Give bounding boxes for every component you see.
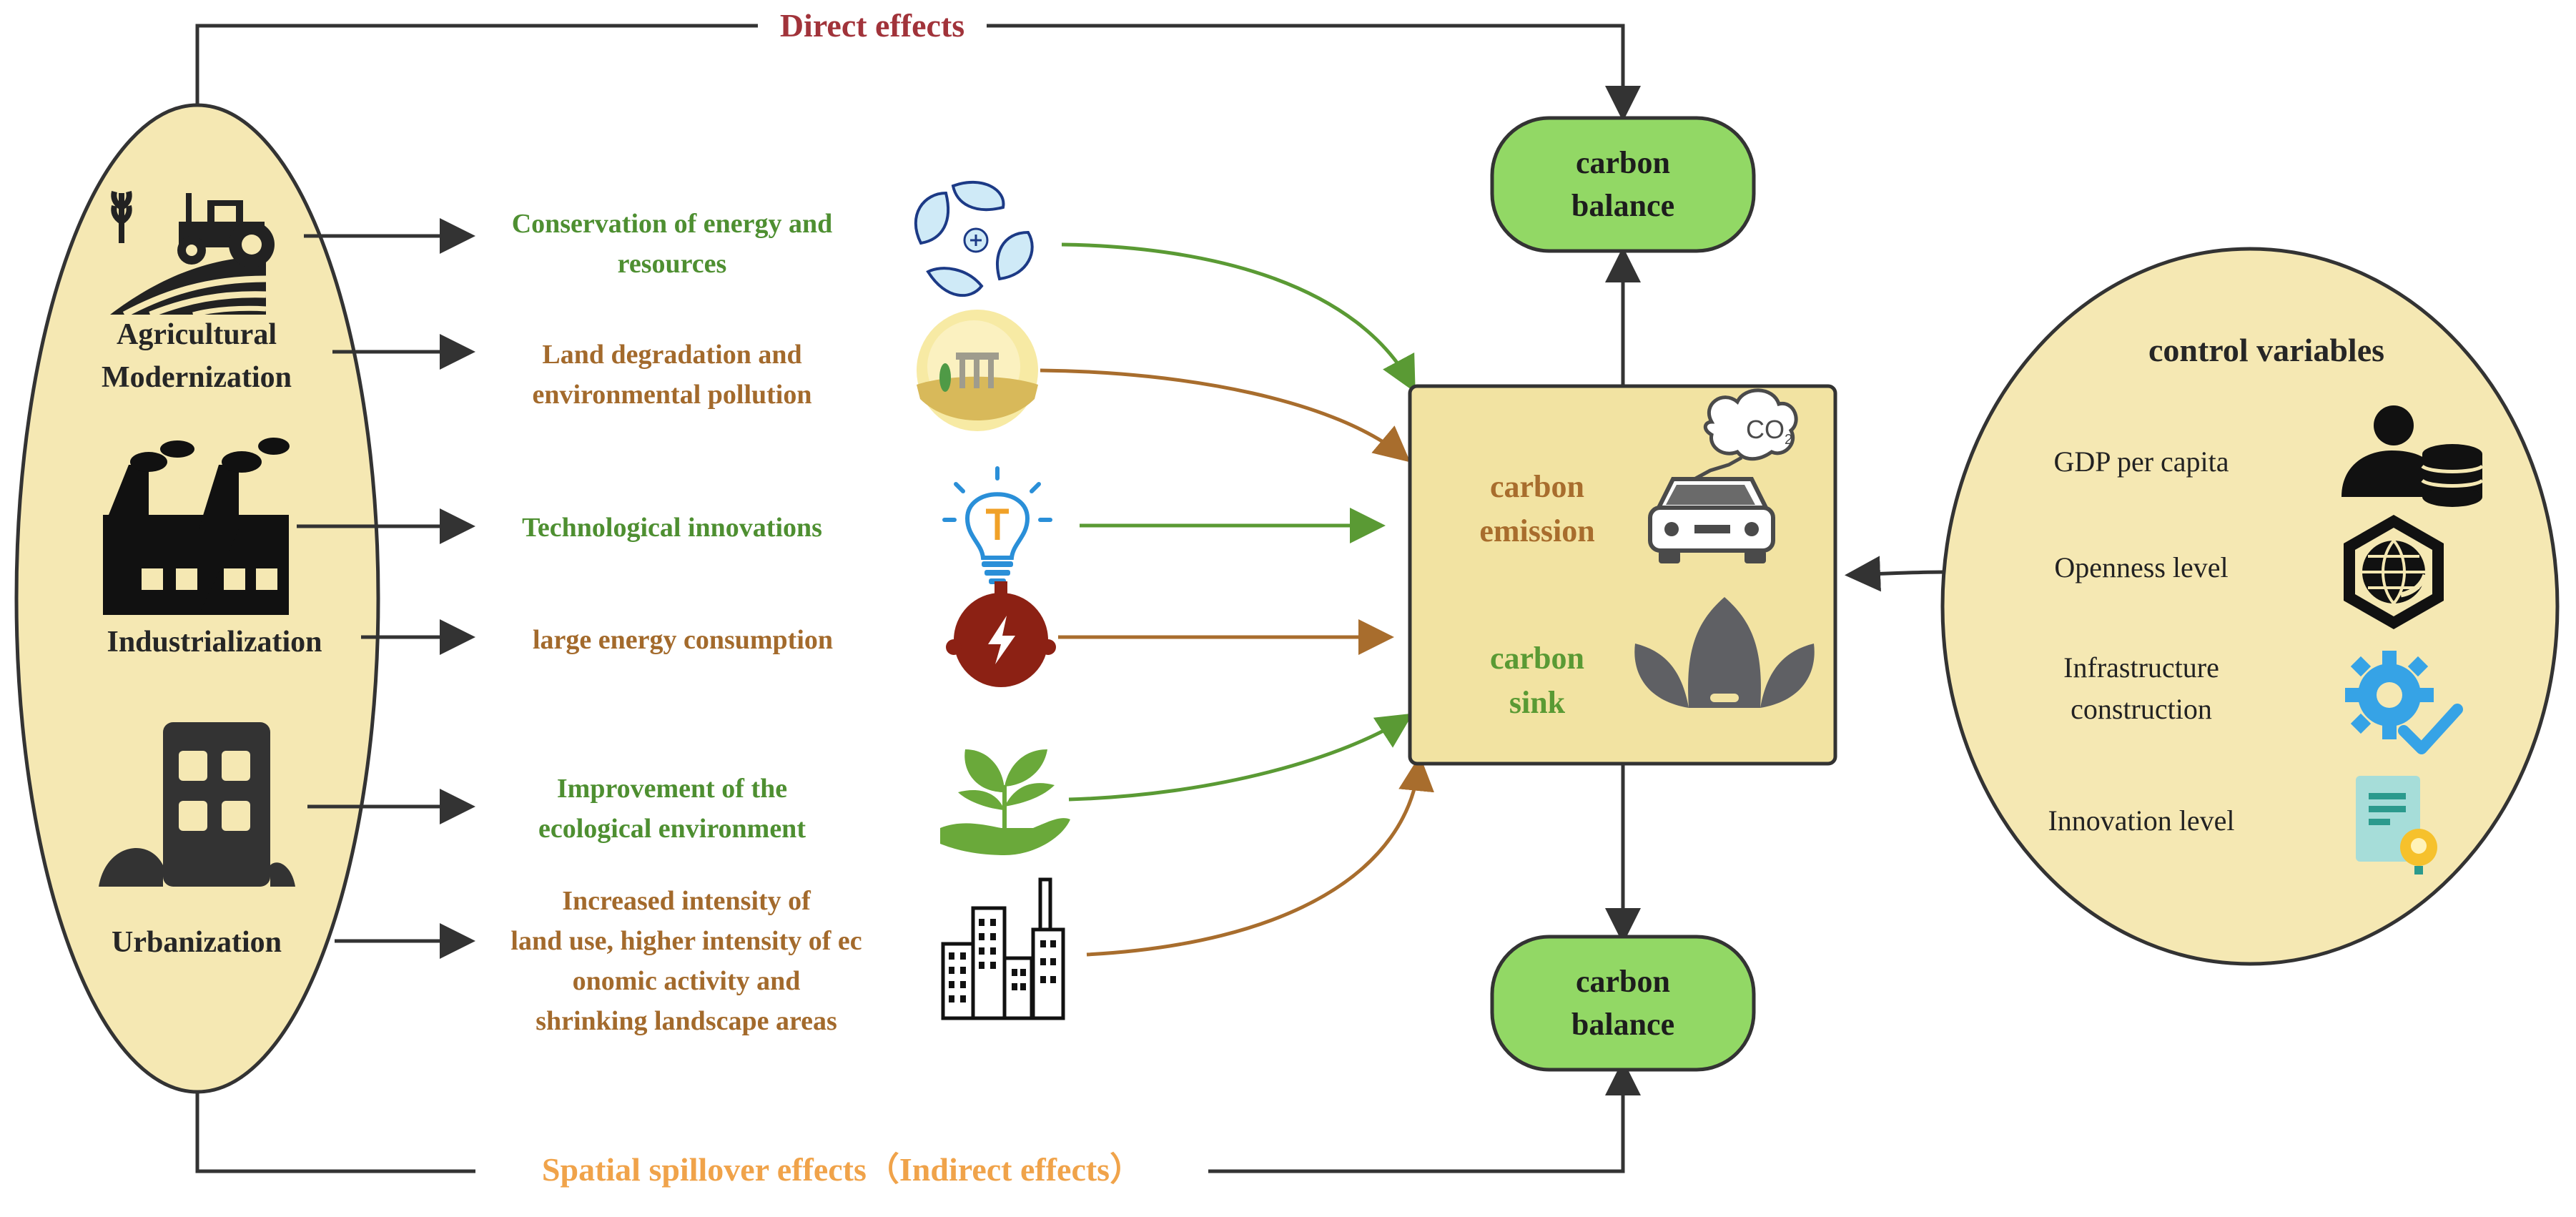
effect-conservation: Conservation of energy and resources xyxy=(468,204,876,284)
plant-hand-icon xyxy=(940,749,1070,855)
effect-eco-line2: ecological environment xyxy=(538,814,806,844)
agri-line1: Agricultural xyxy=(117,318,277,351)
effect-arrows xyxy=(1040,242,1434,957)
direct-effects-connector xyxy=(195,24,1641,122)
control-variables-title: control variables xyxy=(2148,332,2385,368)
balance-bottom-line2: balance xyxy=(1571,1007,1675,1042)
city-buildings-icon xyxy=(941,877,1065,1020)
effect-eco-line1: Improvement of the xyxy=(556,774,788,804)
effect-landuse-line3: onomic activity and xyxy=(572,966,801,996)
infra-line1: Infrastructure xyxy=(2063,651,2219,684)
effect-land-line2: environmental pollution xyxy=(532,380,812,410)
globe-hexagon-icon xyxy=(2344,515,2444,629)
document-idea-icon xyxy=(2356,776,2437,874)
co2-label: CO2 xyxy=(1746,415,1792,448)
effect-landuse-line4: shrinking landscape areas xyxy=(536,1006,837,1036)
co2-subscript: 2 xyxy=(1785,432,1793,448)
control-gdp-label: GDP per capita xyxy=(2053,445,2229,478)
balance-bottom-line1: carbon xyxy=(1576,964,1670,999)
industrialization-label: Industrialization xyxy=(107,626,322,659)
effect-landuse-line2: land use, higher intensity of ec xyxy=(510,926,862,956)
effect-ecological-improvement: Improvement of the ecological environmen… xyxy=(468,769,876,849)
control-innovation-label: Innovation level xyxy=(2048,804,2235,837)
emission-line1: carbon xyxy=(1490,469,1584,504)
effect-land-line1: Land degradation and xyxy=(542,340,802,370)
agricultural-modernization-label: Agricultural Modernization xyxy=(79,313,315,399)
carbon-sink-label: carbon sink xyxy=(1437,636,1637,725)
carbon-balance-top-box xyxy=(1490,116,1756,253)
effect-conservation-line1: Conservation of energy and xyxy=(511,209,833,239)
effect-energy-consumption: large energy consumption xyxy=(532,625,834,655)
spillover-connector xyxy=(195,1060,1641,1173)
tractor-field-icon xyxy=(110,191,275,318)
carbon-balance-bottom-box xyxy=(1490,935,1756,1072)
direct-effects-title: Direct effects xyxy=(779,7,965,44)
control-openness-label: Openness level xyxy=(2054,551,2229,583)
degraded-land-icon xyxy=(917,310,1038,431)
sink-line1: carbon xyxy=(1490,641,1584,676)
spillover-title: Spatial spillover effects（Indirect effec… xyxy=(541,1151,1143,1188)
factory-icon xyxy=(103,438,290,615)
effect-land-use-intensity: Increased intensity of land use, higher … xyxy=(472,881,901,1041)
carbon-balance-bottom-label: carbon balance xyxy=(1492,960,1754,1046)
gear-check-icon xyxy=(2345,651,2463,754)
urbanization-label: Urbanization xyxy=(111,926,282,959)
leaves-recycle-icon xyxy=(914,180,1034,297)
lotus-icon xyxy=(1634,597,1815,708)
person-coins-icon xyxy=(2341,405,2484,507)
agri-line2: Modernization xyxy=(102,361,292,394)
balance-top-line1: carbon xyxy=(1576,145,1670,180)
effect-landuse-line1: Increased intensity of xyxy=(562,886,811,916)
car-co2-icon xyxy=(1648,388,1798,563)
sink-line2: sink xyxy=(1509,685,1566,720)
emission-line2: emission xyxy=(1479,513,1595,548)
carbon-emission-label: carbon emission xyxy=(1437,465,1637,553)
carbon-balance-top-label: carbon balance xyxy=(1492,142,1754,227)
effect-land-degradation: Land degradation and environmental pollu… xyxy=(468,335,876,415)
effect-technological-innovations: Technological innovations xyxy=(522,513,822,543)
co2-text: CO xyxy=(1746,415,1785,444)
control-infrastructure-label: Infrastructure construction xyxy=(2009,647,2274,730)
infra-line2: construction xyxy=(2071,693,2212,725)
building-icon xyxy=(99,722,295,887)
balance-top-line2: balance xyxy=(1571,188,1675,223)
driver-arrows xyxy=(297,218,475,959)
effect-conservation-line2: resources xyxy=(617,249,727,279)
lightbulb-icon xyxy=(942,466,1052,584)
energy-bolt-icon xyxy=(946,581,1056,687)
